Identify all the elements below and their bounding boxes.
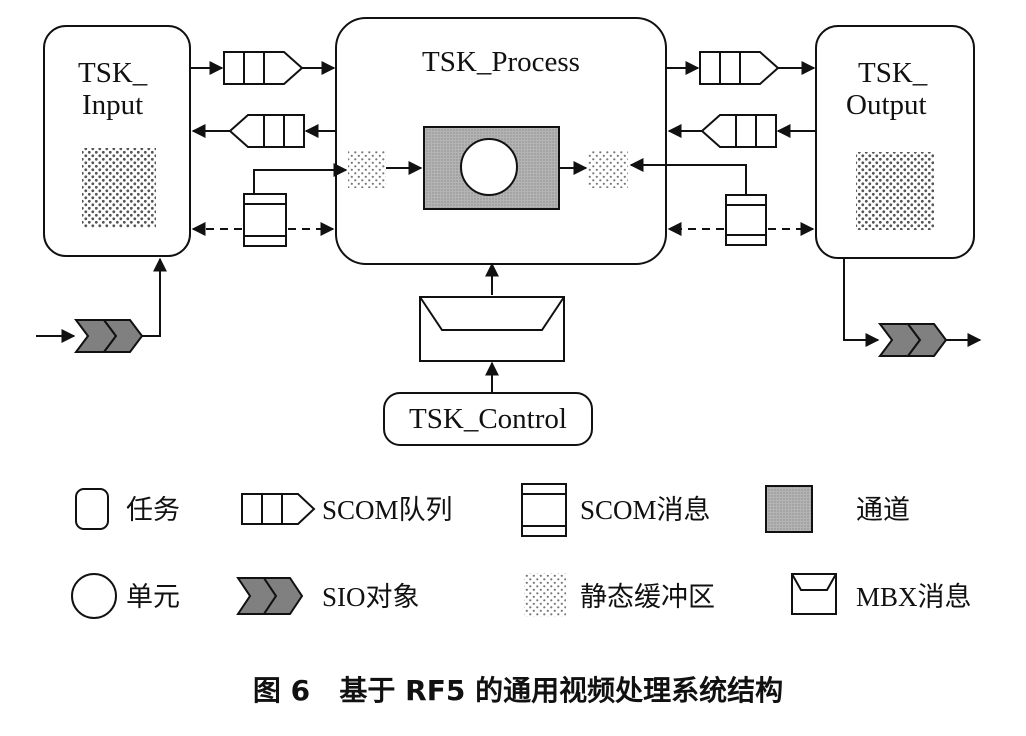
figure-caption: 图 6 基于 RF5 的通用视频处理系统结构 <box>253 674 783 707</box>
legend-channel-symbol <box>765 485 813 533</box>
sio-object-output <box>878 323 948 357</box>
cell-circle <box>460 138 518 196</box>
legend-scom-message-label: SCOM消息 <box>580 495 711 525</box>
scom-queue-in-return <box>228 114 305 148</box>
tsk-output-line1: TSK_ <box>858 57 928 89</box>
process-in-buffer <box>348 150 386 188</box>
tsk-control-box <box>383 392 593 446</box>
input-static-buffer <box>82 148 156 228</box>
tsk-input-line2: Input <box>82 89 143 121</box>
legend-sio-symbol <box>236 577 304 615</box>
legend-cell-symbol <box>71 573 117 619</box>
legend-task-symbol <box>75 488 109 530</box>
process-out-buffer <box>588 150 628 188</box>
legend-scom-queue-symbol <box>241 493 316 525</box>
legend-mbx-label: MBX消息 <box>856 582 972 612</box>
tsk-input-line1: TSK_ <box>78 57 148 89</box>
scom-queue-out-forward <box>699 51 780 85</box>
scom-message-right <box>725 194 767 246</box>
legend-static-buffer-symbol <box>524 573 566 617</box>
legend-sio-label: SIO对象 <box>322 582 420 612</box>
tsk-control-label: TSK_Control <box>409 403 567 435</box>
scom-queue-out-return <box>700 114 777 148</box>
legend-channel-label: 通道 <box>856 495 910 526</box>
tsk-process-label: TSK_Process <box>422 46 580 78</box>
mbx-message <box>419 296 565 362</box>
tsk-output-box <box>815 25 975 259</box>
tsk-output-line2: Output <box>846 89 927 121</box>
legend-scom-message-symbol <box>521 483 567 537</box>
output-static-buffer <box>856 152 934 230</box>
legend-mbx-symbol <box>791 573 837 615</box>
sio-object-input <box>74 319 144 353</box>
legend-scom-queue-label: SCOM队列 <box>322 495 453 525</box>
scom-queue-in-forward <box>223 51 304 85</box>
legend-task-label: 任务 <box>126 495 180 526</box>
legend-static-buffer-label: 静态缓冲区 <box>580 582 715 613</box>
scom-message-left <box>243 193 287 247</box>
legend-cell-label: 单元 <box>126 582 180 613</box>
